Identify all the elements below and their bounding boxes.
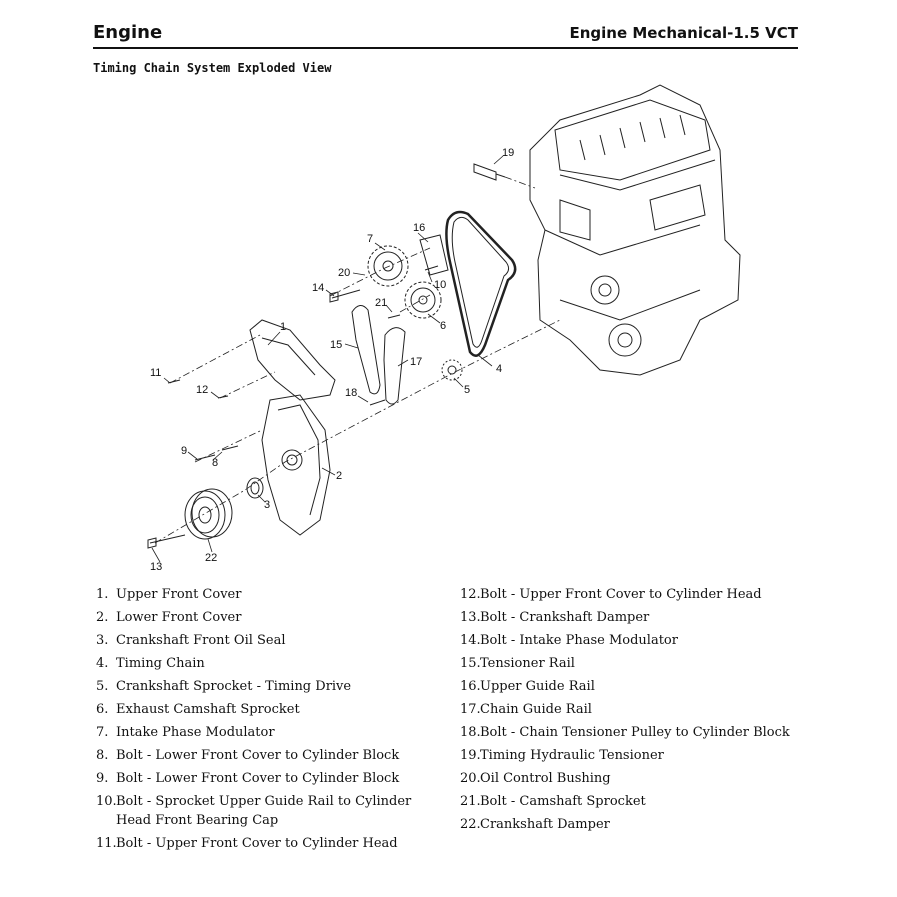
callout-2: 2 (336, 470, 342, 482)
legend-number: 4. (96, 656, 109, 671)
legend-text: Lower Front Cover (116, 610, 242, 625)
legend-item: 4. Timing Chain (96, 652, 446, 675)
callout-3: 3 (264, 499, 270, 511)
legend-number: 17. (460, 702, 481, 717)
callout-17: 17 (410, 356, 422, 368)
legend-number: 2. (96, 610, 109, 625)
callout-18: 18 (345, 387, 357, 399)
legend-number: 10. (96, 794, 117, 809)
section-title: Engine (93, 22, 163, 43)
callout-7: 7 (367, 233, 373, 245)
legend-number: 1. (96, 587, 109, 602)
legend-left-column: 1.Upper Front Cover 2.Lower Front Cover … (96, 583, 446, 855)
legend-text: Exhaust Camshaft Sprocket (116, 702, 300, 717)
legend-number: 3. (96, 633, 109, 648)
callout-20: 20 (338, 267, 350, 279)
callout-14: 14 (312, 282, 324, 294)
legend-text: Chain Guide Rail (480, 702, 592, 717)
legend-item: 10.Bolt - Sprocket Upper Guide Rail to C… (96, 790, 446, 832)
legend-number: 22. (460, 817, 481, 832)
legend-text: Bolt - Crankshaft Damper (480, 610, 650, 625)
legend-number: 15. (460, 656, 481, 671)
legend-number: 18. (460, 725, 481, 740)
legend-item: 2. Lower Front Cover (96, 606, 446, 629)
legend-number: 20. (460, 771, 481, 786)
legend-item: 11.Bolt - Upper Front Cover to Cylinder … (96, 832, 446, 855)
legend-text: Oil Control Bushing (480, 771, 611, 786)
manual-title: Engine Mechanical-1.5 VCT (569, 24, 798, 42)
legend-number: 5. (96, 679, 109, 694)
callout-10: 10 (434, 279, 446, 291)
callout-4: 4 (496, 363, 502, 375)
page-header: Engine Engine Mechanical-1.5 VCT (93, 22, 798, 48)
legend-text: Bolt - Lower Front Cover to Cylinder Blo… (116, 771, 400, 786)
legend-number: 6. (96, 702, 109, 717)
timing-chain-drawing (445, 210, 517, 357)
legend-item: 5. Crankshaft Sprocket - Timing Drive (96, 675, 446, 698)
legend-item: 8. Bolt - Lower Front Cover to Cylinder B… (96, 744, 446, 767)
legend-text: Upper Front Cover (116, 587, 242, 602)
callout-6: 6 (440, 320, 446, 332)
callout-16: 16 (413, 222, 425, 234)
exploded-view-diagram: 1 2 3 4 5 6 7 8 9 10 11 12 13 14 15 16 1… (147, 84, 741, 573)
callout-9: 9 (181, 445, 187, 457)
legend-text: Bolt - Intake Phase Modulator (480, 633, 678, 648)
callout-19: 19 (502, 147, 514, 159)
legend-number: 21. (460, 794, 481, 809)
legend-item: 12.Bolt - Upper Front Cover to Cylinder … (460, 583, 810, 606)
figure-title: Timing Chain System Exploded View (93, 61, 332, 75)
callout-21: 21 (375, 297, 387, 309)
legend-text: Bolt - Upper Front Cover to Cylinder Hea… (116, 836, 398, 851)
legend-item: 14.Bolt - Intake Phase Modulator (460, 629, 810, 652)
callout-15: 15 (330, 339, 342, 351)
header-rule (93, 47, 798, 49)
legend-text: Timing Hydraulic Tensioner (480, 748, 664, 763)
legend-number: 7. (96, 725, 109, 740)
legend-item: 6. Exhaust Camshaft Sprocket (96, 698, 446, 721)
legend-text: Bolt - Camshaft Sprocket (480, 794, 646, 809)
legend-number: 8. (96, 748, 109, 763)
legend-text: Intake Phase Modulator (116, 725, 275, 740)
legend-item: 20.Oil Control Bushing (460, 767, 810, 790)
legend-number: 12. (460, 587, 481, 602)
callout-8: 8 (212, 457, 218, 469)
callout-22: 22 (205, 552, 217, 564)
legend-text: Bolt - Lower Front Cover to Cylinder Blo… (116, 748, 400, 763)
callout-11: 11 (150, 367, 161, 379)
legend-number: 19. (460, 748, 481, 763)
legend-item: 7. Intake Phase Modulator (96, 721, 446, 744)
legend-item: 15.Tensioner Rail (460, 652, 810, 675)
legend-text: Timing Chain (116, 656, 205, 671)
legend-item: 22.Crankshaft Damper (460, 813, 810, 836)
legend-item: 21.Bolt - Camshaft Sprocket (460, 790, 810, 813)
callout-12: 12 (196, 384, 208, 396)
legend-number: 16. (460, 679, 481, 694)
legend-text: Bolt - Chain Tensioner Pulley to Cylinde… (480, 725, 790, 740)
legend-item: 9. Bolt - Lower Front Cover to Cylinder B… (96, 767, 446, 790)
legend-number: 9. (96, 771, 109, 786)
legend-right-column: 12.Bolt - Upper Front Cover to Cylinder … (460, 583, 810, 836)
callout-5: 5 (464, 384, 470, 396)
legend-number: 14. (460, 633, 481, 648)
legend-text: Crankshaft Damper (480, 817, 610, 832)
legend-item: 3. Crankshaft Front Oil Seal (96, 629, 446, 652)
legend-item: 19.Timing Hydraulic Tensioner (460, 744, 810, 767)
legend-item: 1. Upper Front Cover (96, 583, 446, 606)
legend-text: Upper Guide Rail (480, 679, 595, 694)
legend-number: 13. (460, 610, 481, 625)
legend-text: Crankshaft Front Oil Seal (116, 633, 286, 648)
legend-number: 11. (96, 836, 117, 851)
legend-text: Tensioner Rail (480, 656, 575, 671)
legend-item: 16.Upper Guide Rail (460, 675, 810, 698)
callout-13: 13 (150, 561, 162, 573)
legend-text: Crankshaft Sprocket - Timing Drive (116, 679, 352, 694)
engine-block-drawing (529, 84, 741, 376)
legend-item: 17.Chain Guide Rail (460, 698, 810, 721)
legend-text: Bolt - Upper Front Cover to Cylinder Hea… (480, 587, 762, 602)
legend-item: 18.Bolt - Chain Tensioner Pulley to Cyli… (460, 721, 810, 744)
legend-text: Bolt - Sprocket Upper Guide Rail to Cyli… (116, 794, 412, 828)
callout-1: 1 (280, 321, 286, 333)
legend-item: 13.Bolt - Crankshaft Damper (460, 606, 810, 629)
